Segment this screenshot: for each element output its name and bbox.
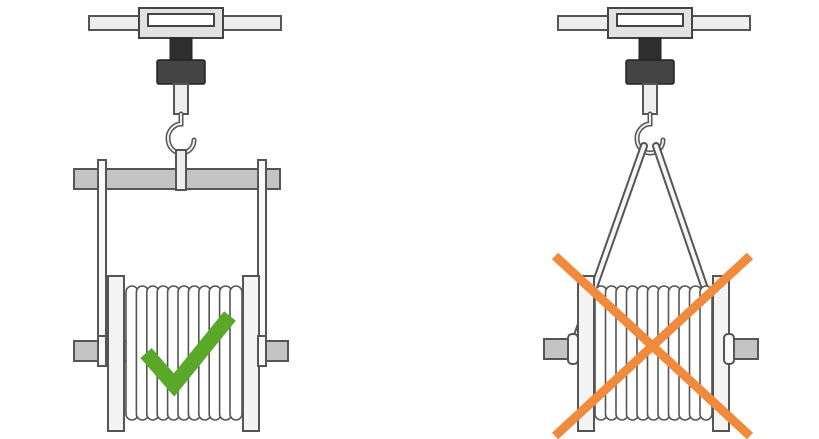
right-reel-flange <box>242 275 260 432</box>
correct-lifting-panel <box>73 7 289 432</box>
left-reel-flange <box>107 275 125 432</box>
cable-winding <box>229 285 243 421</box>
cross-mark-icon <box>551 252 754 439</box>
hoist-trolley <box>88 7 282 115</box>
incorrect-lifting-panel <box>543 7 759 439</box>
cable-coil <box>125 285 243 421</box>
hoist-trolley <box>557 7 751 115</box>
check-mark-icon <box>140 311 236 397</box>
left-hanger-rod <box>97 159 107 345</box>
